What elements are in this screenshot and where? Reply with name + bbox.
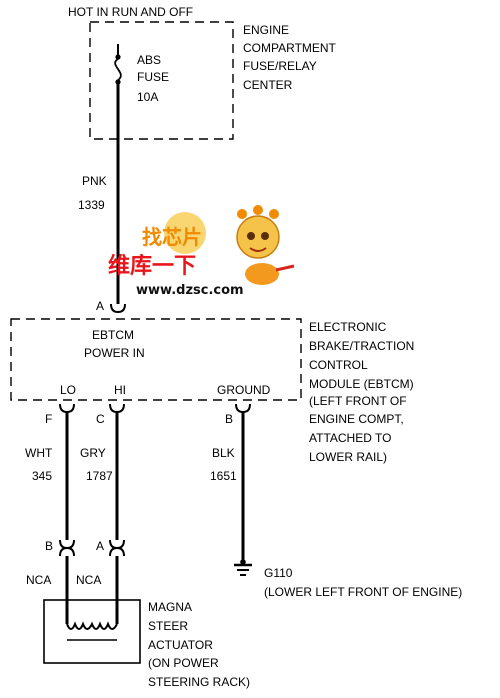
actuator-line-2: STEER: [148, 619, 188, 633]
ground-wire-color: BLK: [212, 446, 235, 460]
fuse-label-3: 10A: [137, 90, 158, 104]
ebtcm-box: [10, 318, 302, 401]
actuator-box: [43, 599, 141, 664]
hi-connector-id: NCA: [76, 573, 101, 587]
actuator-line-1: MAGNA: [148, 600, 192, 614]
power-label: HOT IN RUN AND OFF: [68, 5, 193, 19]
watermark-cn-text: 维库一下: [108, 253, 196, 279]
ground-icon: [234, 559, 252, 576]
ground-pin-letter: B: [225, 412, 233, 426]
power-connector-icon: [110, 303, 126, 314]
ebtcm-title: EBTCM: [92, 328, 134, 342]
ebtcm-desc-8: LOWER RAIL): [309, 450, 387, 464]
pin-lo-label: LO: [60, 383, 76, 397]
lo-wire-circuit: 345: [32, 469, 52, 483]
lo-connector-icon: [59, 403, 75, 414]
watermark: 找芯片 维库一下 www.dzsc.com: [108, 205, 295, 298]
actuator-line-3: ACTUATOR: [148, 638, 213, 652]
hi-actuator-connector-icon: [109, 539, 125, 557]
ebtcm-desc-4: MODULE (EBTCM): [309, 377, 414, 391]
fuse-label-2: FUSE: [137, 70, 169, 84]
lo-wire-color: WHT: [25, 446, 53, 460]
ebtcm-desc-7: ATTACHED TO: [309, 431, 391, 445]
hi-wire-color: GRY: [80, 446, 106, 460]
ground-wire-circuit: 1651: [210, 469, 237, 483]
ebtcm-desc-2: BRAKE/TRACTION: [309, 339, 414, 353]
watermark-mascot-icon: [236, 205, 295, 285]
actuator-line-4: (ON POWER: [148, 656, 219, 670]
fuse-center-line-3: FUSE/RELAY: [243, 59, 317, 73]
pin-hi-label: HI: [114, 383, 126, 397]
power-pin-label: A: [96, 299, 104, 313]
watermark-url: www.dzsc.com: [136, 283, 244, 298]
ground-point-desc: (LOWER LEFT FRONT OF ENGINE): [264, 585, 462, 599]
ebtcm-desc-1: ELECTRONIC: [309, 320, 387, 334]
ground-connector-icon: [235, 403, 251, 414]
fuse-center-line-1: ENGINE: [243, 23, 289, 37]
ebtcm-desc-5: (LEFT FRONT OF: [309, 394, 407, 408]
fuse-label-1: ABS: [137, 53, 161, 67]
fuse-center-box: [89, 21, 234, 140]
lo-actuator-connector-icon: [59, 539, 75, 557]
power-wire-circuit: 1339: [78, 198, 105, 212]
ebtcm-subtitle: POWER IN: [84, 346, 145, 360]
hi-actuator-pin: A: [96, 539, 104, 553]
lo-actuator-pin: B: [45, 539, 53, 553]
fuse-center-line-2: COMPARTMENT: [243, 41, 337, 55]
hi-pin-letter: C: [96, 412, 105, 426]
hi-wire-circuit: 1787: [86, 469, 113, 483]
lo-connector-id: NCA: [26, 573, 51, 587]
pin-ground-label: GROUND: [217, 383, 271, 397]
ground-point-id: G110: [264, 566, 293, 580]
ebtcm-desc-6: ENGINE COMPT,: [309, 412, 404, 426]
lo-pin-letter: F: [45, 412, 52, 426]
watermark-logo-text: 找芯片: [142, 225, 202, 249]
coil-icon: [66, 621, 118, 630]
power-wire-color: PNK: [82, 174, 107, 188]
actuator-line-5: STEERING RACK): [148, 675, 250, 689]
watermark-chip-icon: [164, 212, 206, 254]
fuse-icon: [114, 44, 122, 85]
fuse-center-line-4: CENTER: [243, 78, 293, 92]
ebtcm-desc-3: CONTROL: [309, 358, 368, 372]
hi-connector-icon: [109, 403, 125, 414]
